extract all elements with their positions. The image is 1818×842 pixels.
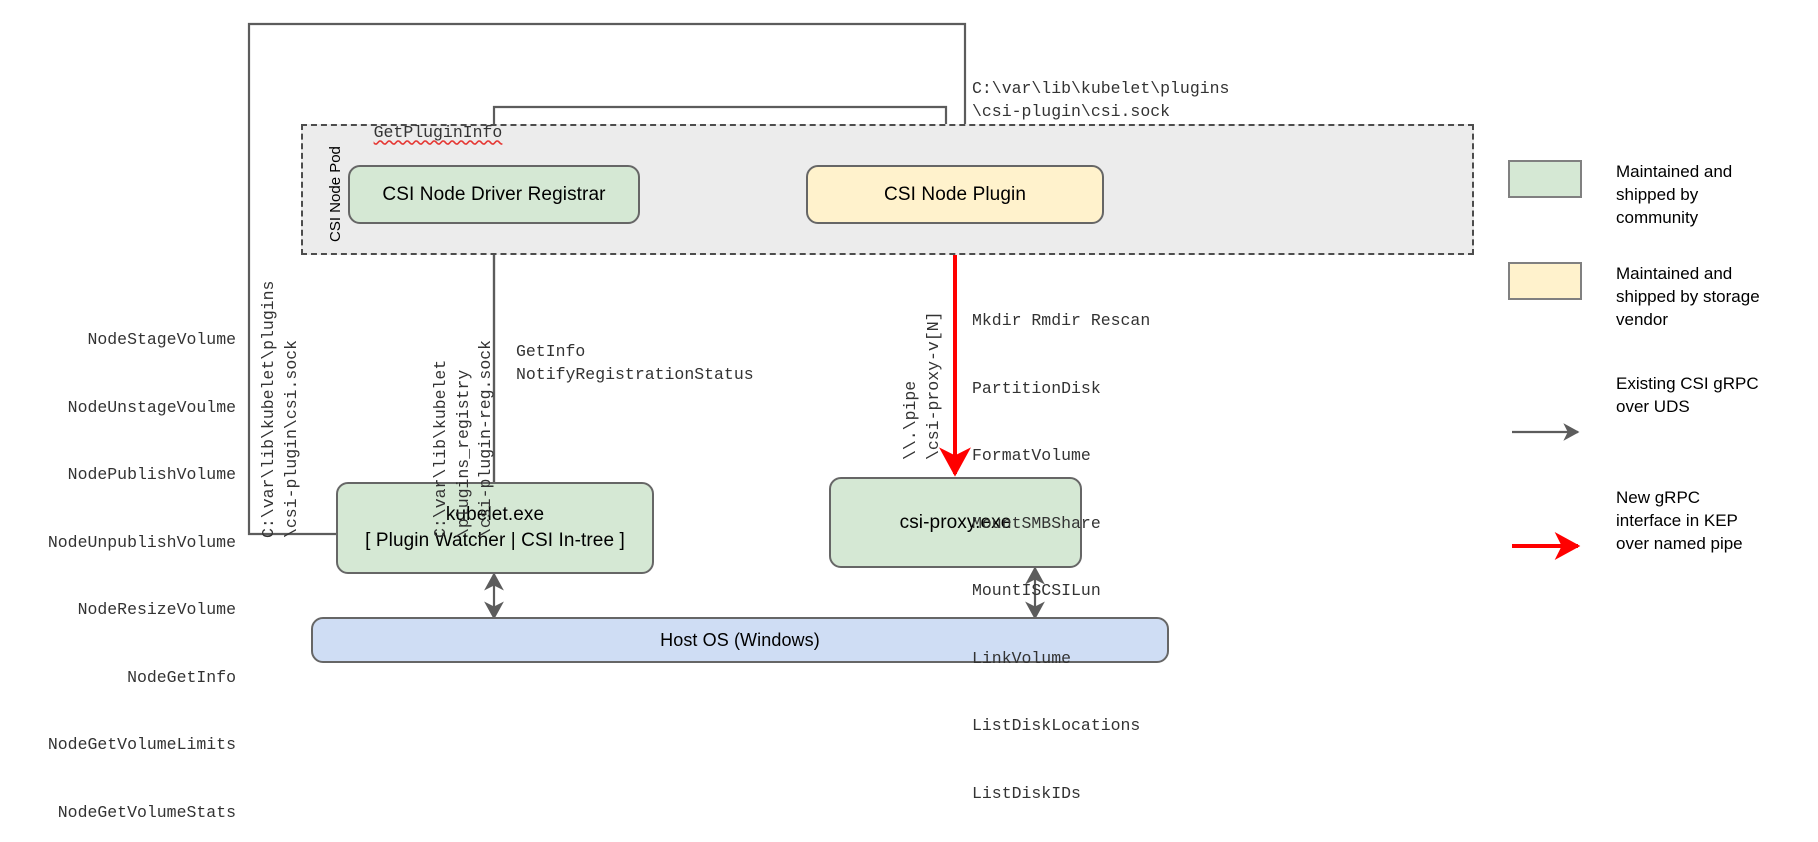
api-item: NodeUnstageVoulme bbox=[67, 397, 236, 417]
node-csi-node-driver-registrar-label: CSI Node Driver Registrar bbox=[382, 183, 606, 205]
api-item: NodeStageVolume bbox=[87, 330, 236, 349]
annotation-csi-proxy-api-list: Mkdir Rmdir Rescan PartitionDisk FormatV… bbox=[972, 265, 1150, 842]
legend-swatch-green-icon bbox=[1508, 160, 1582, 198]
node-kubelet-exe-label-line1: kubelet.exe bbox=[445, 504, 545, 526]
api-item: NodeGetVolumeLimits bbox=[47, 735, 236, 754]
legend-item-new-grpc-kep: New gRPC interface in KEP over named pip… bbox=[1508, 486, 1766, 555]
annotation-plugin-socket-path: C:\var\lib\kubelet\plugins \csi-plugin\c… bbox=[972, 79, 1230, 121]
legend-label-existing-csi-grpc: Existing CSI gRPC over UDS bbox=[1616, 374, 1759, 416]
node-csi-proxy-exe-label: csi-proxy.exe bbox=[899, 511, 1012, 533]
node-host-os-label: Host OS (Windows) bbox=[660, 629, 820, 650]
api-item: Mkdir Rmdir Rescan bbox=[972, 311, 1151, 330]
api-item: PartitionDisk bbox=[972, 378, 1101, 398]
legend-arrow-red-slot bbox=[1508, 486, 1582, 524]
api-item: MountSMBShare bbox=[972, 513, 1101, 533]
api-item: NodeResizeVolume bbox=[77, 600, 236, 619]
legend-label-storage-vendor: Maintained and shipped by storage vendor bbox=[1616, 264, 1760, 329]
api-item: MountISCSILun bbox=[972, 581, 1101, 600]
legend-label-community: Maintained and shipped by community bbox=[1616, 162, 1733, 227]
api-item: NodeGetVolumeStats bbox=[57, 802, 236, 822]
api-item: LinkVolume bbox=[972, 648, 1072, 668]
api-item: NodePublishVolume bbox=[67, 465, 236, 484]
annotation-get-plugin-info: GetPluginInfo bbox=[334, 99, 503, 167]
node-csi-proxy-exe[interactable]: csi-proxy.exe bbox=[829, 477, 1082, 568]
api-item: FormatVolume bbox=[972, 446, 1091, 465]
api-item: NodeGetInfo bbox=[127, 667, 236, 687]
node-host-os[interactable]: Host OS (Windows) bbox=[311, 617, 1169, 663]
node-csi-node-plugin-label: CSI Node Plugin bbox=[884, 183, 1026, 205]
api-item: ListDiskIDs bbox=[972, 783, 1081, 803]
legend-item-storage-vendor: Maintained and shipped by storage vendor bbox=[1508, 262, 1766, 331]
annotation-kubelet-plugin-path: C:\var\lib\kubelet\plugins \csi-plugin\c… bbox=[259, 280, 301, 538]
node-csi-node-driver-registrar[interactable]: CSI Node Driver Registrar bbox=[348, 165, 640, 224]
annotation-plugins-registry-path: C:\var\lib\kubelet \plugins_registry \cs… bbox=[431, 339, 495, 538]
legend-swatch-yellow-icon bbox=[1508, 262, 1582, 300]
node-csi-node-plugin[interactable]: CSI Node Plugin bbox=[806, 165, 1104, 224]
legend-arrow-gray-slot bbox=[1508, 372, 1582, 410]
annotation-csi-node-api-list: NodeStageVolume NodeUnstageVoulme NodePu… bbox=[0, 284, 236, 842]
legend-label-new-grpc-kep: New gRPC interface in KEP over named pip… bbox=[1616, 488, 1743, 553]
annotation-get-plugin-info-text: GetPluginInfo bbox=[373, 122, 503, 142]
annotation-named-pipe-path: \\.\pipe \csi-proxy-v[N] bbox=[901, 311, 943, 460]
legend-item-community: Maintained and shipped by community bbox=[1508, 160, 1766, 229]
annotation-registration-api: GetInfo NotifyRegistrationStatus bbox=[516, 342, 754, 384]
api-item: ListDiskLocations bbox=[972, 716, 1141, 735]
node-kubelet-exe[interactable]: kubelet.exe [ Plugin Watcher | CSI In-tr… bbox=[336, 482, 654, 574]
legend-item-existing-csi-grpc: Existing CSI gRPC over UDS bbox=[1508, 372, 1766, 418]
node-kubelet-exe-label-line2: [ Plugin Watcher | CSI In-tree ] bbox=[365, 530, 625, 551]
api-item: NodeUnpublishVolume bbox=[47, 532, 236, 552]
